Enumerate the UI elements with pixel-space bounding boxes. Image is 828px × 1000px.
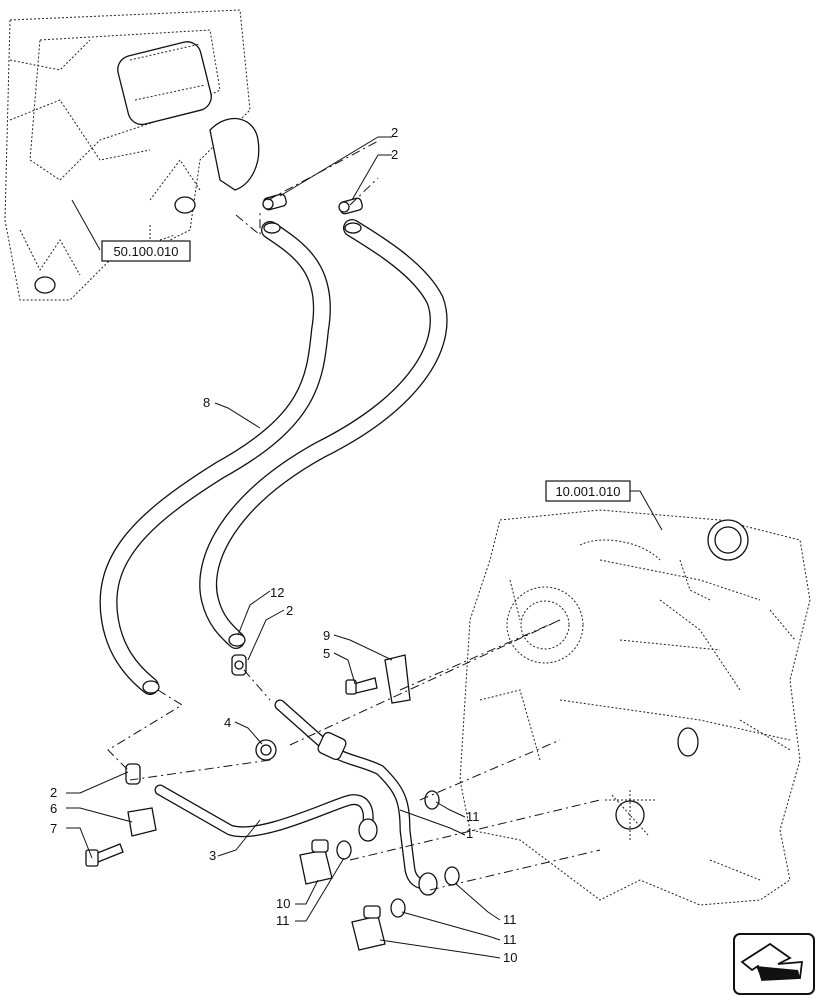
reference-box-top-left[interactable]: 50.100.010 (101, 240, 191, 262)
svg-text:50.100.010: 50.100.010 (113, 244, 178, 259)
callout-11: 11 (466, 809, 480, 824)
callout-9: 9 (323, 628, 330, 643)
callout-2: 2 (391, 147, 398, 162)
frame-assembly-top-left (4, 9, 260, 301)
callout-2: 2 (286, 603, 293, 618)
svg-text:10.001.010: 10.001.010 (555, 484, 620, 499)
callout-12: 12 (270, 585, 284, 600)
callout-1: 1 (466, 826, 473, 841)
pipe-3 (154, 784, 378, 842)
engine-assembly-right (459, 509, 811, 906)
callout-labels: 2 2 8 12 2 9 5 4 2 6 7 3 1 11 10 11 11 1… (50, 125, 517, 965)
callout-5: 5 (323, 646, 330, 661)
fittings (85, 193, 460, 951)
hose-8 (99, 221, 331, 695)
hose-12 (199, 219, 448, 649)
callout-7: 7 (50, 821, 57, 836)
callout-3: 3 (209, 848, 216, 863)
callout-8: 8 (203, 395, 210, 410)
leader-lines (66, 136, 663, 959)
callout-2: 2 (391, 125, 398, 140)
callout-6: 6 (50, 801, 57, 816)
next-page-arrow-icon[interactable] (733, 933, 815, 995)
callout-4: 4 (224, 715, 231, 730)
callout-2: 2 (50, 785, 57, 800)
callout-10: 10 (503, 950, 517, 965)
callout-11: 11 (503, 912, 517, 927)
callout-11: 11 (503, 932, 517, 947)
callout-11: 11 (276, 913, 290, 928)
reference-box-right[interactable]: 10.001.010 (545, 480, 631, 502)
callout-10: 10 (276, 896, 290, 911)
